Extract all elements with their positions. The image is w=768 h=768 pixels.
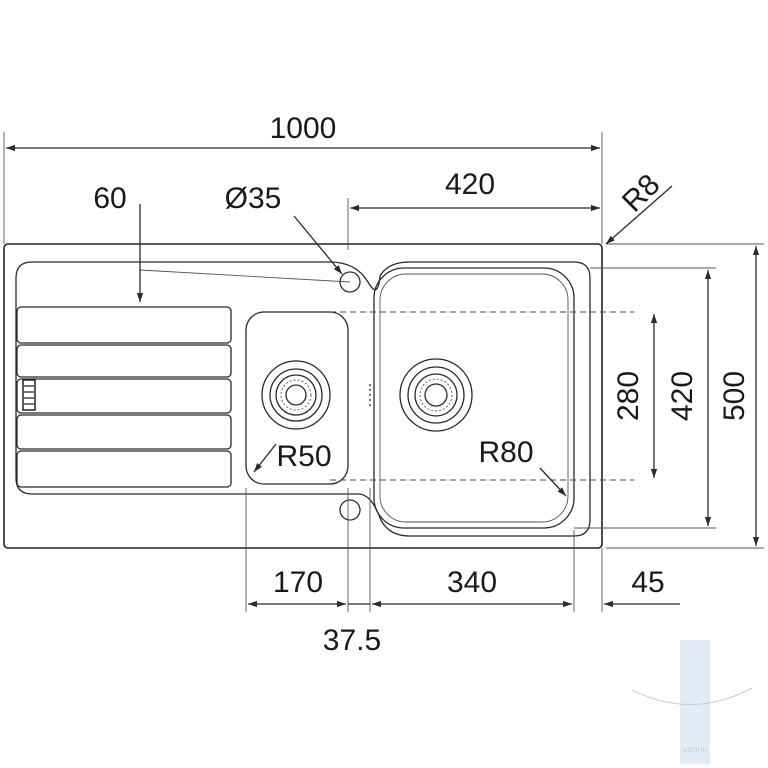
dim-main-bowl-width-top: 420 xyxy=(445,168,495,201)
dim-overall-width: 1000 xyxy=(270,112,337,145)
sink-outline xyxy=(3,243,603,549)
dim-drainer-offset: 60 xyxy=(93,182,126,215)
drainer-plug-icon xyxy=(22,379,36,411)
dim-tap-hole: Ø35 xyxy=(225,182,282,215)
dim-line-r8 xyxy=(605,185,673,245)
tap-hole-top xyxy=(339,271,361,293)
watermark-logo: vennu xyxy=(631,640,753,764)
dim-bowl-length: 280 xyxy=(612,371,645,421)
main-bowl-drain-icon xyxy=(399,358,473,432)
watermark-text: vennu xyxy=(683,745,708,754)
dim-line-r80 xyxy=(539,467,567,497)
dim-small-bowl-width: 170 xyxy=(273,566,323,599)
dim-overall-depth: 500 xyxy=(718,371,751,421)
dim-main-bowl-radius: R80 xyxy=(478,436,533,469)
tap-hole-bottom xyxy=(339,499,361,521)
dim-right-margin: 45 xyxy=(631,566,664,599)
main-bowl xyxy=(369,267,575,529)
small-bowl-drain-icon xyxy=(261,360,331,430)
drainer-board xyxy=(16,306,232,488)
dim-main-bowl-width: 340 xyxy=(447,566,497,599)
dim-small-bowl-radius: R50 xyxy=(276,440,331,473)
dim-line-diameter xyxy=(293,215,343,275)
dim-corner-radius: R8 xyxy=(616,168,666,218)
dim-line-r50 xyxy=(253,443,277,473)
dim-bowl-gap: 37.5 xyxy=(323,624,381,657)
dim-main-bowl-length: 420 xyxy=(666,371,699,421)
small-bowl xyxy=(245,311,349,485)
